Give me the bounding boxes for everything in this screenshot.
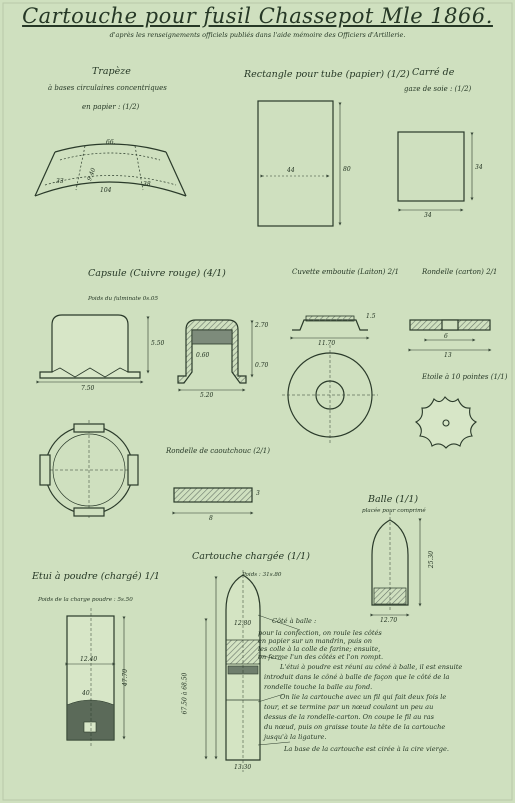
capsule-detail-dim-height: 2.70 xyxy=(255,322,269,329)
rectangle-dim-width: 44 xyxy=(287,167,295,174)
cartouche-chargee-poids: Poids : 31s.80 xyxy=(242,572,282,578)
capsule-detail-dim-inner: 0.60 xyxy=(196,352,210,359)
carre-label-2: gaze de soie : (1/2) xyxy=(404,85,472,93)
rondelle-carton-figure xyxy=(408,319,492,352)
balle-dim-diameter: 12.70 xyxy=(380,617,398,624)
etoile-label: Etoile à 10 pointes (1/1) xyxy=(422,373,508,381)
rondelle-carton-label: Rondelle (carton) 2/1 xyxy=(422,268,498,276)
note-line: jusqu'à la ligature. xyxy=(264,733,327,741)
note-line: La base de la cartouche est cirée à la c… xyxy=(284,745,449,753)
cartouche-dim-diameter: 12.80 xyxy=(234,620,252,627)
rectangle-dim-height: 80 xyxy=(343,166,351,173)
note-line: en papier sur un mandrin, puis on xyxy=(258,637,372,645)
note-line: pour la confection, on roule les côtés xyxy=(258,629,382,637)
capsule-poids: Poids du fulminate 0s.05 xyxy=(88,296,159,302)
capsule-detail-figure xyxy=(177,319,254,392)
carre-figure xyxy=(397,131,474,212)
drawing-subtitle: d'après les renseignements officiels pub… xyxy=(109,31,406,39)
rondelle-caoutchouc-label: Rondelle de caoutchouc (2/1) xyxy=(166,447,270,455)
rondelle-carton-dim-outer: 13 xyxy=(444,352,452,359)
capsule-bottom-figure xyxy=(39,420,139,520)
trapeze-dim-bottom: 104 xyxy=(100,187,112,194)
capsule-label: Capsule (Cuivre rouge) (4/1) xyxy=(88,268,226,279)
note-line: tour, et se termine par un nœud coulant … xyxy=(264,703,434,711)
carre-dim-width: 34 xyxy=(424,212,432,219)
cuvette-dim-width: 11.70 xyxy=(318,340,336,347)
trapeze-dim-top: 66. xyxy=(106,139,116,146)
note-line: on ferme l'un des côtés et l'on rompt. xyxy=(258,653,384,661)
capsule-dim-height: 5.50 xyxy=(151,340,165,347)
cartouche-chargee-figure xyxy=(204,570,301,772)
trapeze-label-1: Trapèze xyxy=(92,66,131,77)
note-line: dessus de la rondelle-carton. On coupe l… xyxy=(264,713,434,721)
capsule-section-figure xyxy=(36,314,150,384)
carre-dim-height: 34 xyxy=(475,164,483,171)
cuvette-label: Cuvette emboutie (Laiton) 2/1 xyxy=(292,268,399,276)
etui-dim-length: 47.70 xyxy=(122,668,130,687)
trapeze-dim-right: 38 xyxy=(143,181,151,188)
cuvette-figure xyxy=(282,315,378,445)
note-line: Côté à balle : xyxy=(272,617,317,625)
etui-label: Etui à poudre (chargé) 1/1 xyxy=(32,571,160,582)
carre-label-1: Carré de xyxy=(412,67,455,78)
note-line: les colle à la colle de farine; ensuite, xyxy=(258,645,381,653)
etui-figure xyxy=(65,608,126,748)
cartouche-dim-length: 67.50 à 68.50 xyxy=(181,672,189,715)
balle-sublabel: placée pour comprimé xyxy=(362,508,426,514)
rectangle-figure xyxy=(257,100,342,227)
note-line: introduit dans le côné à balle de façon … xyxy=(264,673,450,681)
capsule-dim-width: 7.50 xyxy=(81,385,95,392)
balle-label: Balle (1/1) xyxy=(368,494,419,505)
cuvette-dim-height: 1.5 xyxy=(366,313,376,320)
trapeze-label-2: à bases circulaires concentriques xyxy=(48,84,167,92)
etui-poids: Poids de la charge poudre : 5s.50 xyxy=(38,597,133,603)
rondelle-caoutchouc-dim-width: 8 xyxy=(209,515,213,522)
drawing-title: Cartouche pour fusil Chassepot Mle 1866. xyxy=(22,4,493,28)
balle-dim-length: 25.30 xyxy=(428,550,436,569)
cartouche-dim-base: 13.30 xyxy=(234,764,252,771)
trapeze-label-3: en papier : (1/2) xyxy=(82,103,140,111)
rectangle-label: Rectangle pour tube (papier) (1/2) xyxy=(244,69,410,80)
rondelle-carton-dim-inner: 6 xyxy=(444,333,448,340)
rondelle-caoutchouc-figure xyxy=(172,487,254,515)
etoile-figure xyxy=(414,396,478,449)
cartouche-chargee-label: Cartouche chargée (1/1) xyxy=(192,551,310,562)
trapeze-figure xyxy=(34,143,187,197)
note-line: L'étui à poudre est réuni au côné à ball… xyxy=(280,663,463,671)
note-line: rondelle touche la balle au fond. xyxy=(264,683,373,691)
note-line: du nœud, puis on graisse toute la tête d… xyxy=(264,723,446,731)
etui-dim-charge: 40 xyxy=(82,690,90,697)
note-line: On lie la cartouche avec un fil qui fait… xyxy=(280,693,447,701)
etui-dim-diameter: 12.40 xyxy=(80,656,98,663)
rondelle-caoutchouc-dim-thick: 3 xyxy=(256,490,260,497)
capsule-detail-dim-rim: 0.70 xyxy=(255,362,269,369)
capsule-detail-dim-width: 5.20 xyxy=(200,392,214,399)
trapeze-dim-edge: 33 xyxy=(56,178,64,185)
balle-figure xyxy=(370,512,422,617)
